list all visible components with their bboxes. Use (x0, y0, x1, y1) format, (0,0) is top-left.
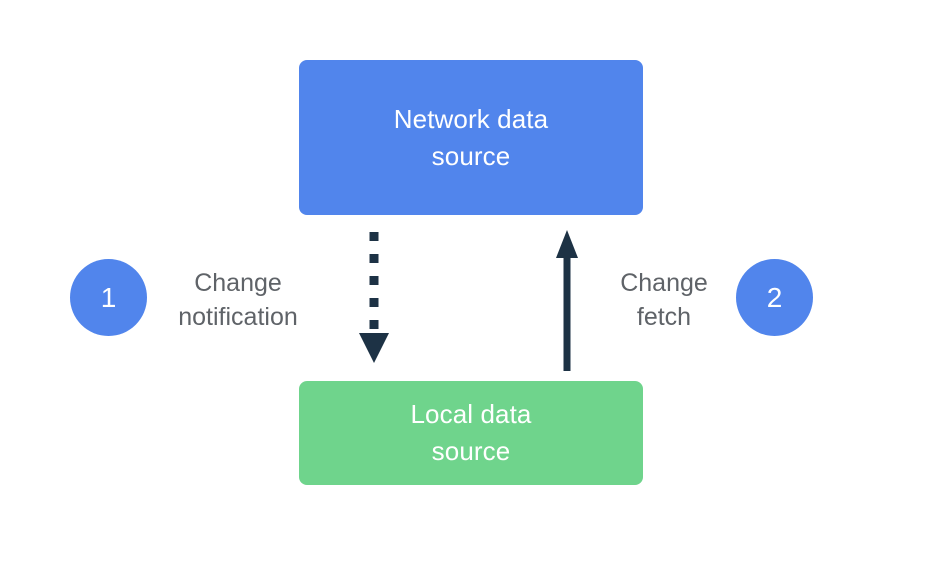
step-number-circle-2[interactable]: 2 (736, 259, 813, 336)
edge-label-change-notification-line2: notification (178, 303, 298, 331)
node-network-label-line2: source (431, 140, 511, 171)
node-network-data-source-label: Network data source (380, 101, 562, 175)
edge-label-change-fetch-line2: fetch (636, 303, 692, 331)
step-number-1-text: 1 (100, 281, 117, 313)
edge-label-change-fetch-line1: Change (620, 269, 708, 297)
node-local-label-line2: source (431, 436, 511, 466)
node-local-label-line1: Local data (410, 399, 532, 429)
step-number-2-text: 2 (766, 281, 783, 313)
edge-label-change-notification-line1: Change (194, 269, 282, 297)
step-number-circle-1[interactable]: 1 (70, 259, 147, 336)
node-network-label-line1: Network data (393, 103, 549, 134)
change-notification-arrow-icon (359, 232, 389, 363)
change-fetch-arrow-icon (556, 230, 578, 371)
node-network-data-source[interactable]: Network data source (299, 60, 643, 215)
node-local-data-source-label: Local data source (397, 396, 546, 470)
edge-label-change-notification: Change notification (158, 266, 318, 334)
edge-label-change-fetch: Change fetch (604, 266, 724, 334)
node-local-data-source[interactable]: Local data source (299, 381, 643, 485)
